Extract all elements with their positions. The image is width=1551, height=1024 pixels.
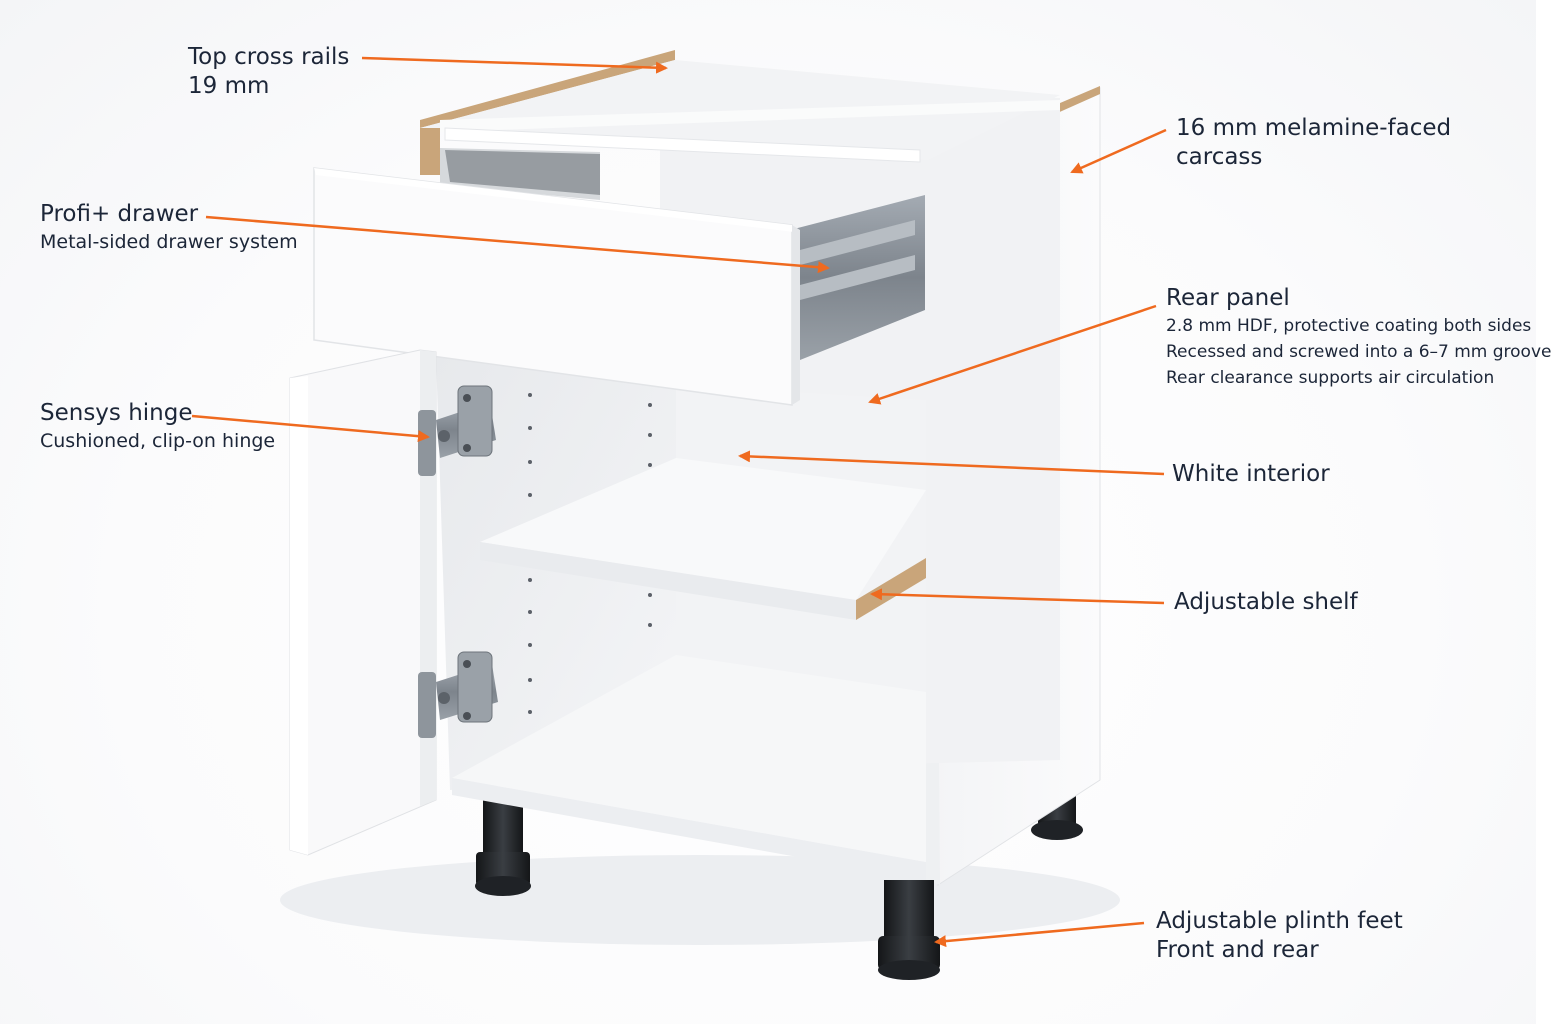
front-foot bbox=[878, 880, 940, 980]
leader-drawer bbox=[205, 215, 830, 274]
label-rear-panel: Rear panel 2.8 mm HDF, protective coatin… bbox=[1166, 284, 1551, 391]
upper-hinge bbox=[418, 385, 496, 476]
leader-interior bbox=[738, 450, 1165, 476]
label-hinge-sub: Cushioned, clip-on hinge bbox=[40, 430, 276, 452]
label-interior: White interior bbox=[1172, 460, 1330, 489]
bottom-panel-front-edge bbox=[452, 778, 926, 880]
label-feet-title: Adjustable plinth feet bbox=[1156, 908, 1403, 934]
drawer-box bbox=[440, 148, 925, 360]
label-drawer-sub: Metal-sided drawer system bbox=[40, 231, 298, 253]
leader-top-rails bbox=[361, 56, 668, 74]
label-top-rails-sub: 19 mm bbox=[188, 73, 270, 99]
lower-hinge bbox=[418, 651, 498, 738]
top-cross-rails bbox=[420, 50, 1060, 175]
label-hinge: Sensys hinge Cushioned, clip-on hinge bbox=[40, 399, 275, 454]
interior-left-wall bbox=[436, 355, 676, 790]
label-rear-panel-line3: Rear clearance supports air circulation bbox=[1166, 368, 1495, 388]
leader-shelf bbox=[870, 588, 1165, 605]
drawer-front bbox=[313, 167, 800, 406]
leader-hinge bbox=[191, 414, 430, 443]
label-top-rails-title: Top cross rails bbox=[188, 44, 350, 70]
label-rear-panel-line2: Recessed and screwed into a 6–7 mm groov… bbox=[1166, 342, 1551, 362]
leader-rear-panel bbox=[868, 304, 1157, 405]
label-shelf: Adjustable shelf bbox=[1174, 588, 1358, 617]
leader-feet bbox=[934, 921, 1145, 948]
adjustable-shelf bbox=[480, 458, 926, 620]
leader-carcass bbox=[1070, 128, 1167, 174]
label-feet: Adjustable plinth feet Front and rear bbox=[1156, 907, 1403, 965]
label-feet-sub: Front and rear bbox=[1156, 937, 1319, 963]
label-rear-panel-line1: 2.8 mm HDF, protective coating both side… bbox=[1166, 316, 1532, 336]
label-carcass: 16 mm melamine-faced carcass bbox=[1176, 114, 1451, 172]
floor-shadow bbox=[280, 855, 1120, 945]
label-top-rails: Top cross rails 19 mm bbox=[188, 43, 349, 101]
shelf-pin-holes bbox=[528, 393, 652, 714]
label-carcass-sub: carcass bbox=[1176, 144, 1263, 170]
leader-lines bbox=[191, 56, 1167, 948]
rear-foot-left bbox=[475, 798, 531, 896]
bottom-panel bbox=[452, 655, 926, 862]
label-drawer-title: Profi+ drawer bbox=[40, 201, 199, 227]
label-interior-title: White interior bbox=[1172, 461, 1330, 487]
label-drawer: Profi+ drawer Metal-sided drawer system bbox=[40, 200, 298, 255]
label-carcass-title: 16 mm melamine-faced bbox=[1176, 115, 1452, 141]
label-hinge-title: Sensys hinge bbox=[40, 400, 193, 426]
label-shelf-title: Adjustable shelf bbox=[1174, 589, 1358, 615]
label-rear-panel-title: Rear panel bbox=[1166, 285, 1290, 311]
